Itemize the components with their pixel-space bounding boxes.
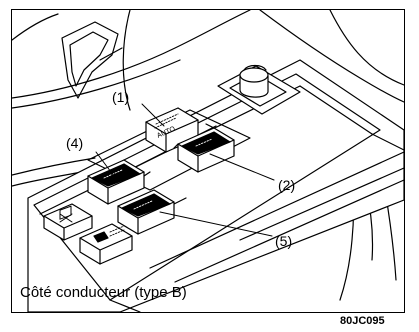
callout-1: (1) bbox=[112, 89, 129, 105]
window-lock-switch bbox=[43, 203, 93, 241]
figure-frame bbox=[11, 9, 405, 313]
callout-4: (4) bbox=[66, 135, 83, 151]
mirror-control-knob bbox=[217, 64, 301, 115]
figure-caption: Côté conducteur (type B) bbox=[20, 284, 187, 301]
door-lock-switch bbox=[79, 223, 133, 265]
door-handle-outline bbox=[12, 13, 123, 99]
callout-2: (2) bbox=[278, 177, 295, 193]
callout-5: (5) bbox=[275, 233, 292, 249]
figure-code: 80JC095 bbox=[340, 315, 385, 327]
switch-4 bbox=[87, 159, 145, 205]
switch-5 bbox=[117, 189, 175, 235]
switch-2 bbox=[177, 127, 235, 173]
switch-panel bbox=[27, 59, 404, 312]
leader-lines bbox=[95, 103, 275, 237]
switch-dividers bbox=[143, 123, 215, 205]
